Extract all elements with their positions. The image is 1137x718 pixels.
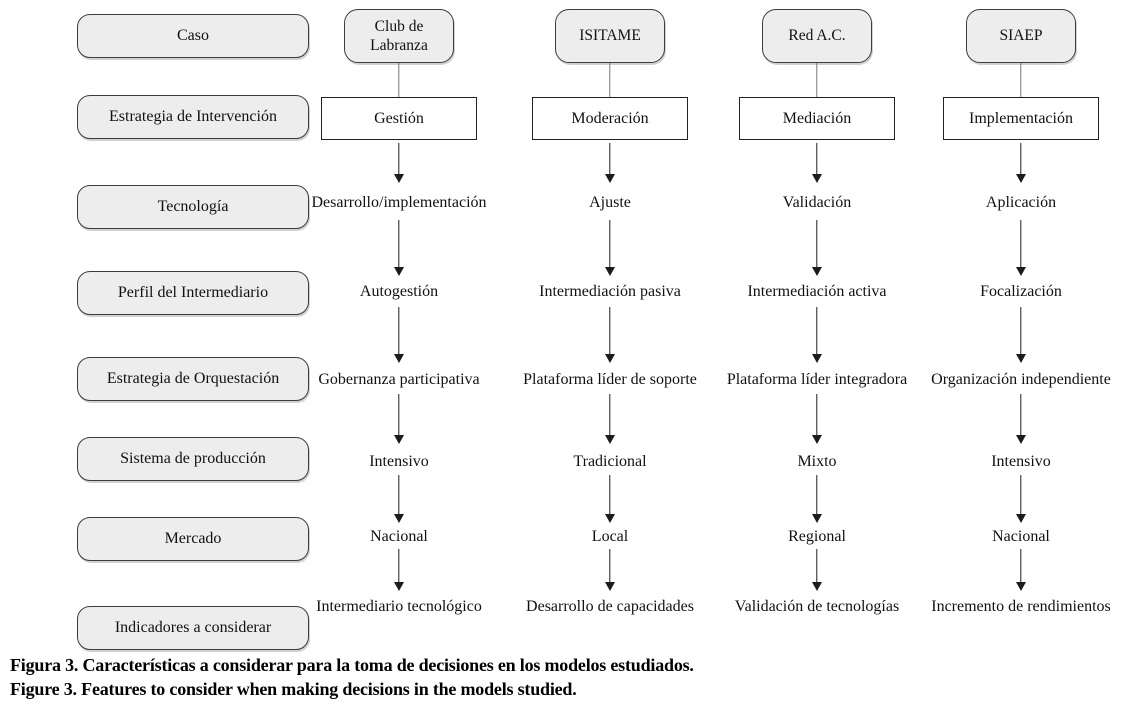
arrow-down-icon: [810, 307, 824, 363]
arrow-down-icon: [392, 549, 406, 591]
connector-line: [398, 63, 400, 97]
arrow-down-icon: [603, 475, 617, 523]
arrow-down-icon: [810, 220, 824, 276]
value-text: Intermediación pasiva: [539, 283, 681, 300]
arrow-down-icon: [1014, 143, 1028, 183]
value-text: Nacional: [370, 528, 428, 545]
value-text: Intermediario tecnológico: [316, 598, 482, 615]
arrow-down-icon: [810, 549, 824, 591]
arrow-down-icon: [392, 307, 406, 363]
column-siaep: SIAEP Implementación Aplicación Focaliza…: [906, 0, 1136, 660]
value-text: Focalización: [980, 283, 1062, 300]
row-label-estrategia-orquestacion: Estrategia de Orquestación: [77, 357, 309, 401]
value-text: Plataforma líder de soporte: [523, 371, 697, 388]
case-box: Club de Labranza: [344, 9, 454, 63]
arrow-down-icon: [810, 143, 824, 183]
arrow-down-icon: [603, 220, 617, 276]
value-text: Incremento de rendimientos: [931, 598, 1111, 615]
arrow-down-icon: [810, 394, 824, 444]
connector-line: [816, 63, 818, 97]
case-box: Red A.C.: [762, 9, 872, 63]
arrow-down-icon: [392, 220, 406, 276]
value-text: Regional: [788, 528, 846, 545]
row-label-perfil-intermediario: Perfil del Intermediario: [77, 271, 309, 315]
strategy-box: Mediación: [739, 97, 895, 140]
row-label-tecnologia: Tecnología: [77, 185, 309, 229]
row-label-mercado: Mercado: [77, 517, 309, 561]
arrow-down-icon: [603, 394, 617, 444]
row-label-sistema-produccion: Sistema de producción: [77, 437, 309, 481]
value-text: Intensivo: [369, 453, 429, 470]
value-text: Desarrollo/implementación: [311, 194, 487, 211]
arrow-down-icon: [603, 143, 617, 183]
value-text: Local: [591, 528, 629, 545]
row-label-estrategia-intervencion: Estrategia de Intervención: [77, 95, 309, 139]
value-text: Nacional: [992, 528, 1050, 545]
arrow-down-icon: [1014, 394, 1028, 444]
column-club-de-labranza: Club de Labranza Gestión Desarrollo/impl…: [284, 0, 514, 660]
value-text: Aplicación: [985, 194, 1057, 211]
arrow-down-icon: [603, 307, 617, 363]
arrow-down-icon: [1014, 307, 1028, 363]
caption-english: Figure 3. Features to consider when maki…: [10, 679, 577, 699]
figure-caption: Figura 3. Características a considerar p…: [10, 653, 694, 701]
value-text: Ajuste: [589, 194, 631, 211]
caption-spanish: Figura 3. Características a considerar p…: [10, 655, 694, 675]
value-text: Validación de tecnologías: [734, 598, 900, 615]
value-text: Intensivo: [991, 453, 1051, 470]
column-isitame: ISITAME Moderación Ajuste Intermediación…: [495, 0, 725, 660]
strategy-box: Moderación: [532, 97, 688, 140]
arrow-down-icon: [392, 475, 406, 523]
connector-line: [609, 63, 611, 97]
value-text: Mixto: [797, 453, 837, 470]
strategy-box: Implementación: [943, 97, 1099, 140]
value-text: Desarrollo de capacidades: [526, 598, 694, 615]
value-text: Validación: [782, 194, 852, 211]
row-label-indicadores: Indicadores a considerar: [77, 606, 309, 650]
value-text: Organización independiente: [931, 371, 1111, 388]
value-text: Autogestión: [359, 283, 439, 300]
arrow-down-icon: [603, 549, 617, 591]
value-text: Intermediación activa: [747, 283, 887, 300]
strategy-box: Gestión: [321, 97, 477, 140]
value-text: Gobernanza participativa: [318, 371, 480, 388]
case-box: SIAEP: [966, 9, 1076, 63]
arrow-down-icon: [392, 143, 406, 183]
value-text: Plataforma líder integradora: [726, 371, 908, 388]
case-box: ISITAME: [555, 9, 665, 63]
arrow-down-icon: [810, 475, 824, 523]
arrow-down-icon: [392, 394, 406, 444]
arrow-down-icon: [1014, 475, 1028, 523]
column-red-ac: Red A.C. Mediación Validación Intermedia…: [702, 0, 932, 660]
connector-line: [1020, 63, 1022, 97]
arrow-down-icon: [1014, 220, 1028, 276]
row-label-caso: Caso: [77, 14, 309, 58]
value-text: Tradicional: [573, 453, 647, 470]
arrow-down-icon: [1014, 549, 1028, 591]
